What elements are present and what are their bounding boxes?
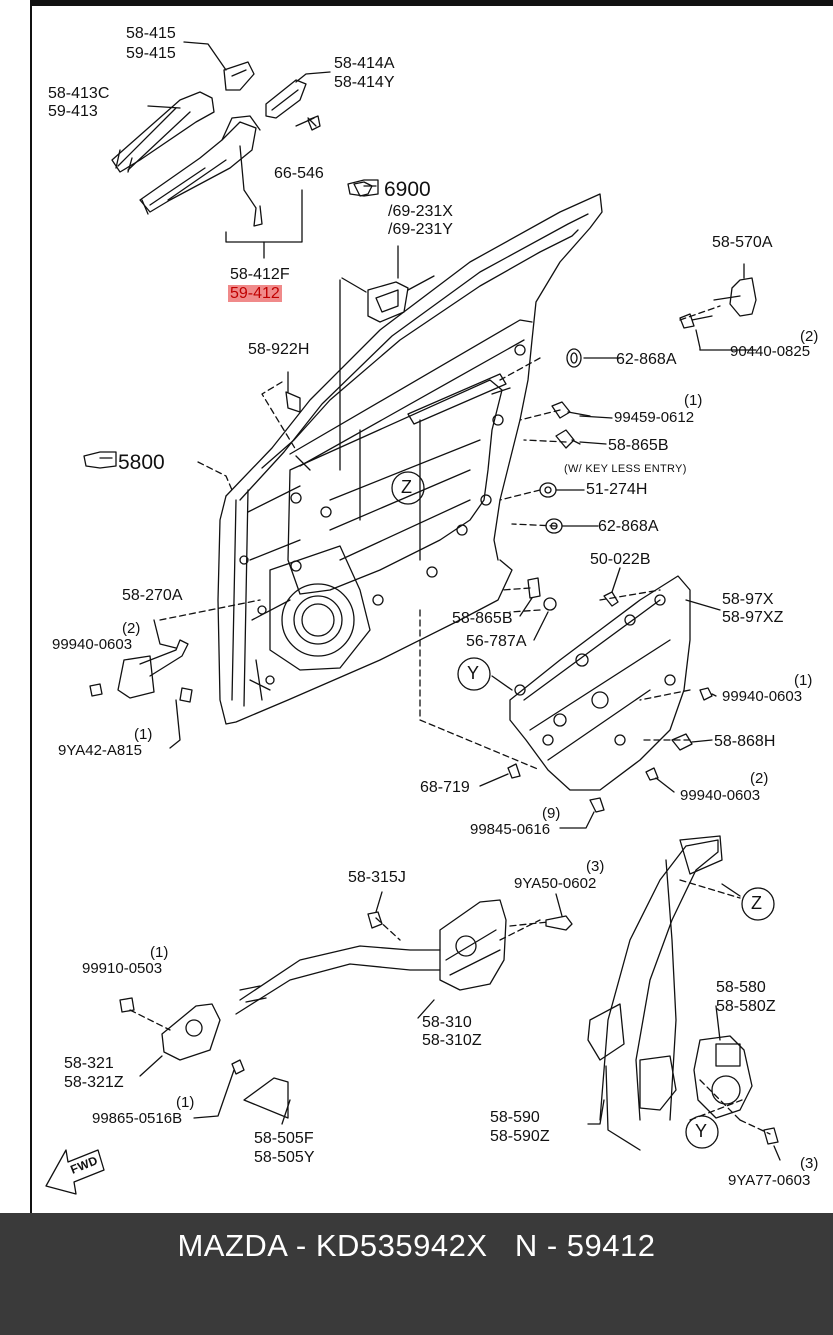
part-label: 58-922H bbox=[248, 341, 310, 358]
quantity-label: (2) bbox=[122, 620, 141, 637]
part-label: 9YA77-0603 bbox=[728, 1172, 811, 1189]
door-inner-panel bbox=[239, 279, 526, 701]
window-regulator bbox=[587, 835, 779, 1151]
part-label: 56-787A bbox=[466, 633, 527, 650]
quantity-label: (2) bbox=[750, 770, 769, 787]
highlighted-part-label: 59-412 bbox=[228, 284, 282, 303]
part-label: /69-231Y bbox=[388, 221, 453, 238]
leader-lines bbox=[139, 263, 781, 1161]
part-label: 59-415 bbox=[126, 45, 176, 62]
quantity-label: (1) bbox=[176, 1094, 195, 1111]
part-label: 58-505F bbox=[254, 1130, 314, 1147]
quantity-label: (3) bbox=[800, 1155, 819, 1172]
top-border bbox=[32, 0, 833, 6]
callout-letter: Z bbox=[751, 893, 762, 913]
part-label: 59-413 bbox=[48, 103, 98, 120]
part-label: 58-321 bbox=[64, 1055, 114, 1072]
part-label: 50-022B bbox=[590, 551, 651, 568]
part-label: 58-310Z bbox=[422, 1032, 482, 1049]
part-label: 58-310 bbox=[422, 1014, 472, 1031]
highlighted-part-number: 59-412 bbox=[228, 285, 282, 302]
callout-letter: Y bbox=[695, 1121, 708, 1141]
part-label: 58-412F bbox=[230, 266, 290, 283]
note-label: (W/ KEY LESS ENTRY) bbox=[564, 463, 687, 475]
part-label: 66-546 bbox=[274, 165, 324, 182]
callout-letter: Y bbox=[467, 663, 480, 683]
quantity-label: (1) bbox=[134, 726, 153, 743]
part-label: 58-413C bbox=[48, 85, 110, 102]
part-label: 58-580 bbox=[716, 979, 766, 996]
part-label: 58-590Z bbox=[490, 1128, 550, 1145]
part-label: 99940-0603 bbox=[680, 787, 761, 804]
part-label: 58-97X bbox=[722, 591, 774, 608]
quantity-label: (3) bbox=[586, 858, 605, 875]
small-hardware bbox=[285, 115, 757, 611]
quantity-label: (9) bbox=[542, 805, 561, 822]
part-label: 99910-0503 bbox=[82, 960, 163, 977]
part-label: 58-97XZ bbox=[722, 609, 784, 626]
part-label: 99845-0616 bbox=[470, 821, 551, 838]
callout-circle-y bbox=[685, 1115, 719, 1149]
part-label: 58-868H bbox=[714, 733, 776, 750]
part-label: 58-570A bbox=[712, 234, 773, 251]
part-label: 58-415 bbox=[126, 25, 176, 42]
callout-circle-z bbox=[391, 471, 425, 505]
part-label: 58-414Y bbox=[334, 74, 395, 91]
part-label: 68-719 bbox=[420, 779, 470, 796]
parts-diagram: 58-415 59-415 58-413C 59-413 58-414A 58-… bbox=[30, 0, 833, 1213]
door-check-link bbox=[89, 619, 193, 749]
callout-circle-y bbox=[457, 657, 491, 691]
part-label: 58-315J bbox=[348, 869, 406, 886]
part-label: 58-505Y bbox=[254, 1149, 315, 1166]
dashed-leaders bbox=[129, 305, 771, 1135]
diagram-drawing bbox=[45, 41, 781, 1195]
left-border bbox=[30, 0, 32, 1213]
part-label: 58-321Z bbox=[64, 1074, 124, 1091]
callout-letter: Z bbox=[401, 477, 412, 497]
part-label: 9YA42-A815 bbox=[58, 742, 142, 759]
part-label: 62-868A bbox=[616, 351, 677, 368]
part-label: /69-231X bbox=[388, 203, 453, 220]
part-label: 62-868A bbox=[598, 518, 659, 535]
part-label: 58-590 bbox=[490, 1109, 540, 1126]
part-label: 58-580Z bbox=[716, 998, 776, 1015]
quantity-label: (2) bbox=[800, 328, 819, 345]
section-ref-label: 6900 bbox=[384, 178, 431, 201]
quantity-label: (1) bbox=[794, 672, 813, 689]
fwd-arrow-icon bbox=[45, 1149, 105, 1195]
part-label: 58-414A bbox=[334, 55, 395, 72]
part-label: 9YA50-0602 bbox=[514, 875, 597, 892]
part-label: 58-270A bbox=[122, 587, 183, 604]
part-label: 58-865B bbox=[452, 610, 513, 627]
part-label: 90440-0825 bbox=[730, 343, 811, 360]
part-label: 99940-0603 bbox=[52, 636, 133, 653]
outer-handle-assembly bbox=[111, 41, 331, 259]
door-frame bbox=[217, 193, 603, 725]
quantity-label: (1) bbox=[684, 392, 703, 409]
part-label: 58-865B bbox=[608, 437, 669, 454]
part-label: 51-274H bbox=[586, 481, 648, 498]
footer-part-info: MAZDA - KD535942X N - 59412 bbox=[177, 1228, 656, 1263]
module-carrier-plate bbox=[507, 575, 713, 813]
part-label: 99940-0603 bbox=[722, 688, 803, 705]
pointer-hand-icon bbox=[83, 179, 379, 469]
part-label: 99459-0612 bbox=[614, 409, 695, 426]
part-label: 99865-0516B bbox=[92, 1110, 183, 1127]
footer-bar bbox=[0, 1213, 833, 1335]
quantity-label: (1) bbox=[150, 944, 169, 961]
section-ref-label: 5800 bbox=[118, 451, 165, 474]
latch-and-cables bbox=[119, 899, 573, 1119]
callout-circle-z bbox=[741, 887, 775, 921]
